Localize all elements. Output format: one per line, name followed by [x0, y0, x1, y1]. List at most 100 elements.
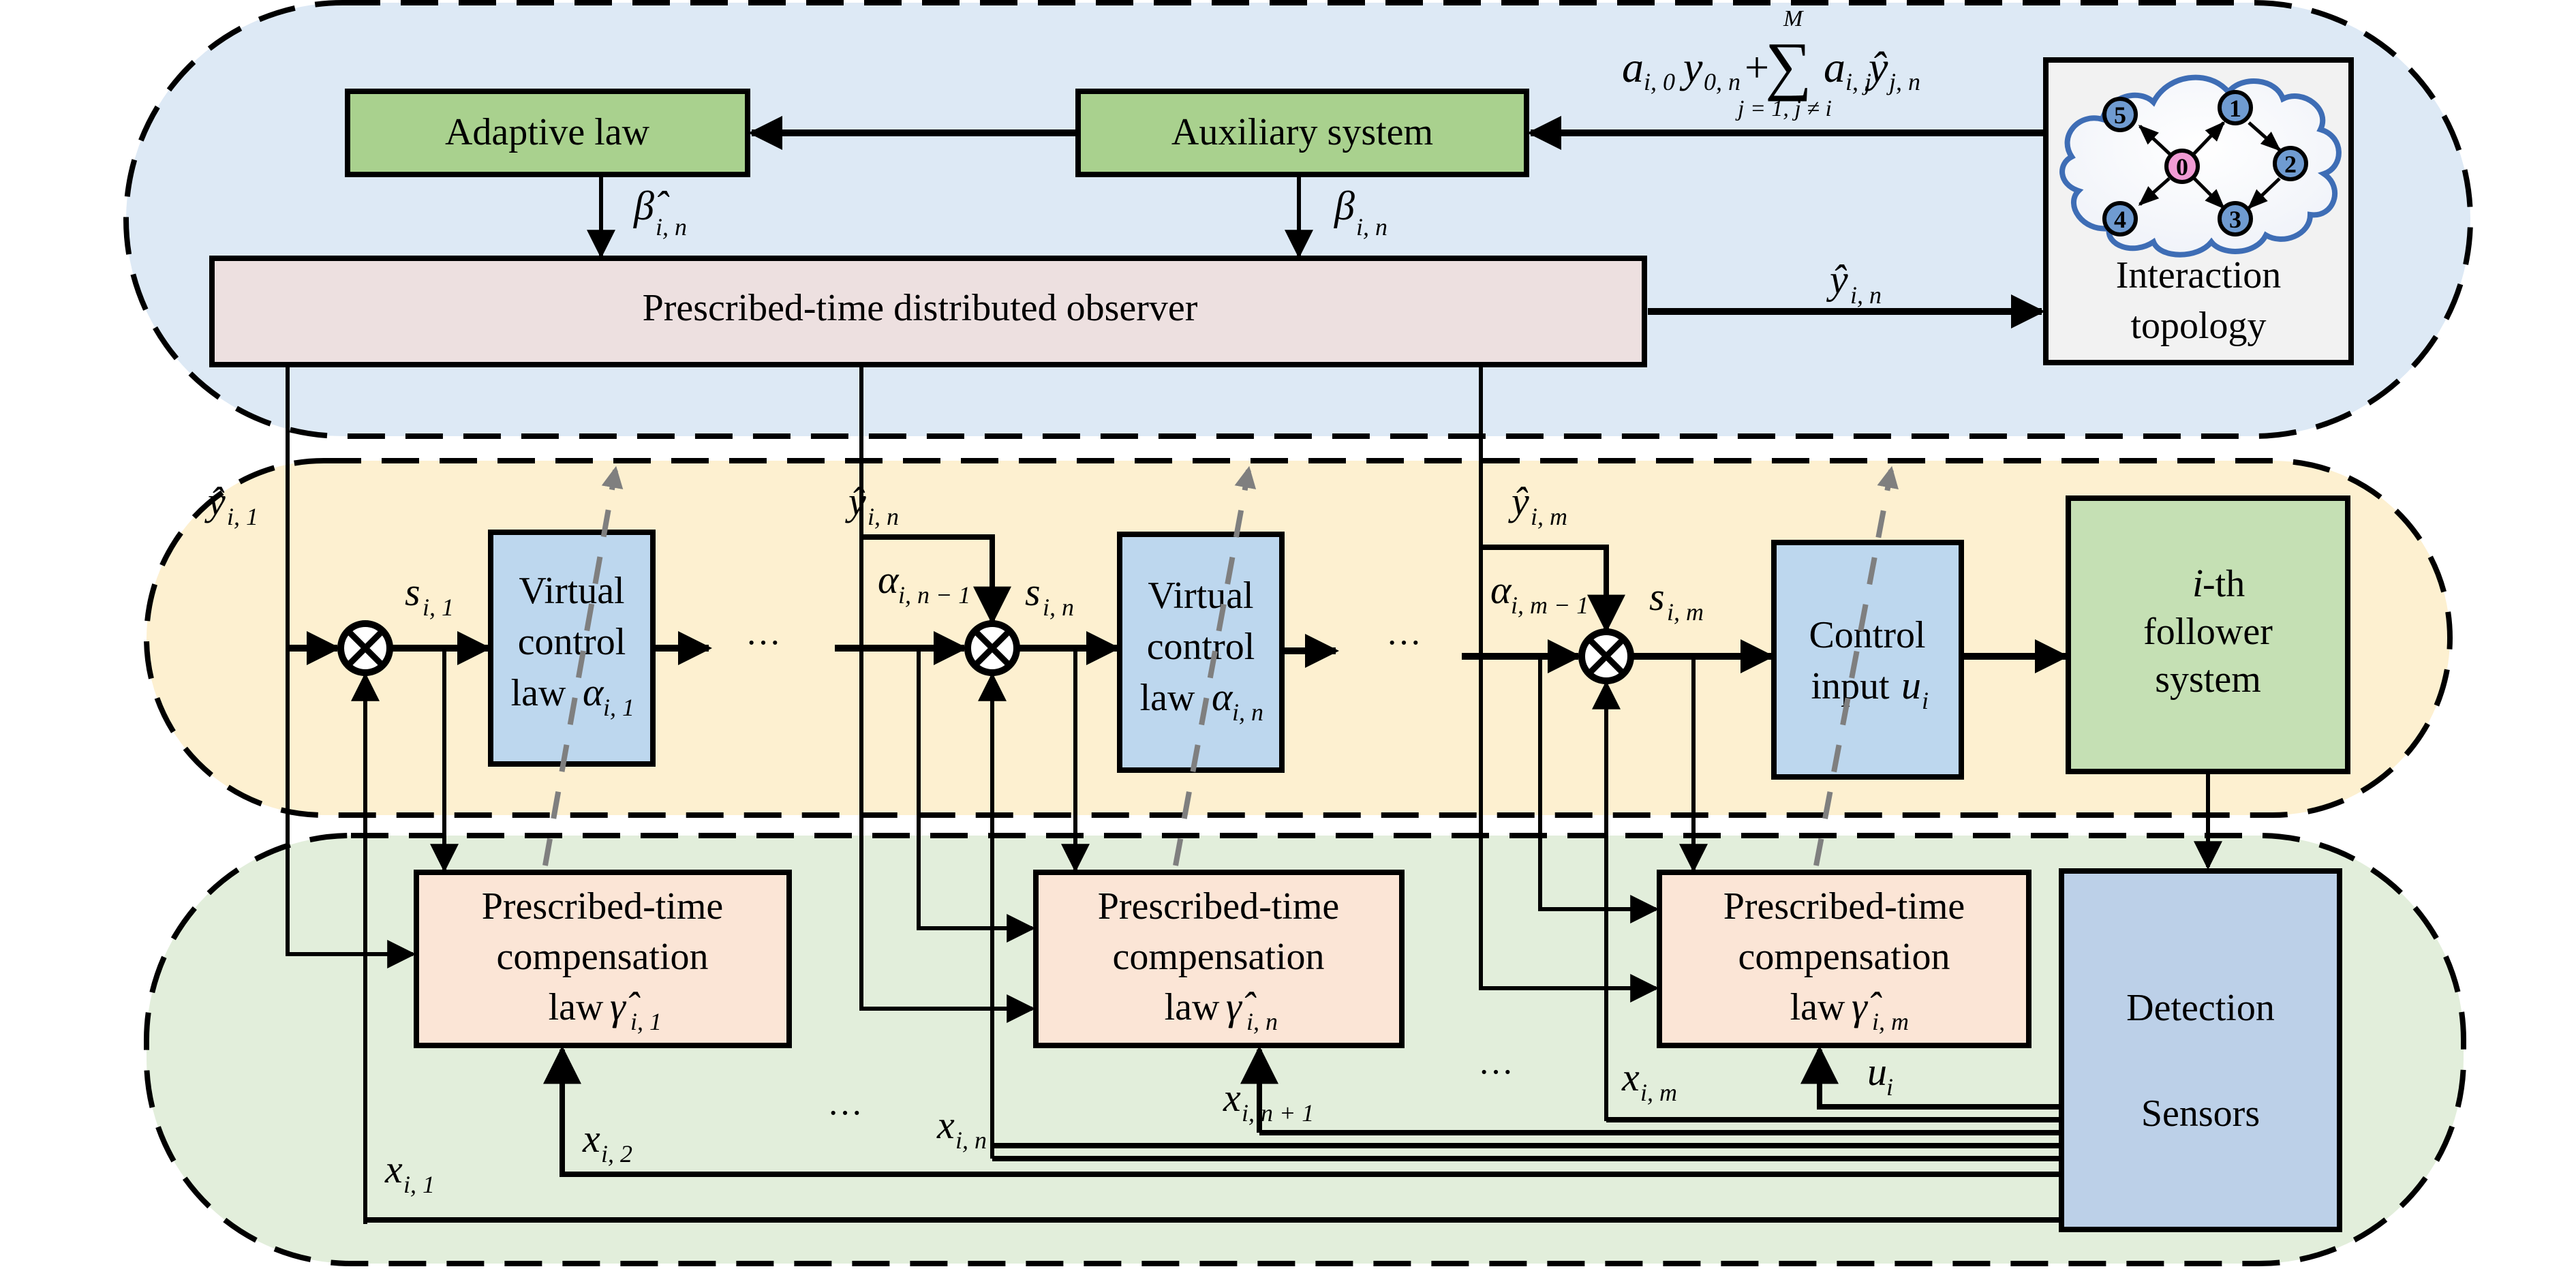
topology-node-4: 4	[2102, 201, 2138, 236]
svg-text:s: s	[1649, 575, 1665, 619]
interaction-topology-block[interactable]: 0 1 2 3 4 5 Interaction topology	[2043, 57, 2354, 365]
svg-text:compensation: compensation	[1112, 936, 1324, 978]
svg-text:x: x	[1621, 1055, 1640, 1099]
svg-text:x: x	[582, 1116, 600, 1161]
svg-text:Detection: Detection	[2126, 987, 2275, 1029]
topology-node-3: 3	[2218, 201, 2253, 236]
svg-text:α: α	[1212, 675, 1233, 719]
svg-text:i, j: i, j	[1845, 68, 1871, 95]
follower-system-block[interactable]: i -th follower system	[2066, 495, 2350, 774]
svg-text:control: control	[1147, 626, 1255, 668]
observer-label: Prescribed-time distributed observer	[643, 287, 1198, 329]
svg-text:law: law	[1790, 986, 1845, 1028]
svg-text:i, 1: i, 1	[227, 503, 258, 530]
svg-text:i, 2: i, 2	[601, 1140, 632, 1167]
control-input-block[interactable]: Control input u i	[1771, 540, 1964, 780]
svg-text:Virtual: Virtual	[519, 570, 624, 612]
virtual-control-block-n[interactable]: Virtual control law α i, n	[1117, 532, 1285, 773]
ellipsis-4: ···	[1478, 1053, 1514, 1092]
yhat-m-label: ŷ i, m	[1508, 479, 1567, 530]
summing-junction-1	[337, 620, 393, 676]
alpha-m-minus-1-label: α i, m − 1	[1490, 568, 1589, 619]
svg-text:i, 1: i, 1	[423, 594, 454, 621]
topology-node-1: 1	[2218, 90, 2253, 125]
svg-text:i, n: i, n	[1356, 213, 1387, 241]
svg-text:Sensors: Sensors	[2141, 1092, 2260, 1135]
compensation-block-m[interactable]: Prescribed-time compensation law γ̂ i, m	[1657, 870, 2031, 1048]
svg-text:law: law	[1140, 677, 1195, 719]
svg-text:ŷ: ŷ	[1508, 479, 1529, 523]
observer-block[interactable]: Prescribed-time distributed observer	[209, 256, 1647, 367]
svg-text:i, n: i, n	[1043, 594, 1074, 621]
ellipsis-1: ···	[746, 624, 781, 662]
svg-text:i, n − 1: i, n − 1	[898, 581, 970, 609]
svg-text:i, n + 1: i, n + 1	[1242, 1099, 1314, 1127]
svg-text:Control: Control	[1809, 614, 1925, 656]
svg-text:s: s	[405, 570, 420, 614]
s-1-label: s i, 1	[405, 570, 454, 621]
svg-text:i: i	[2192, 561, 2203, 605]
svg-text:-th: -th	[2203, 563, 2245, 605]
svg-text:ŷ: ŷ	[204, 479, 226, 523]
svg-text:i, n: i, n	[1246, 1008, 1278, 1035]
svg-text:0, n: 0, n	[1704, 68, 1741, 95]
summing-junction-n	[964, 620, 1020, 676]
svg-text:Prescribed-time: Prescribed-time	[1723, 885, 1965, 928]
svg-text:i, m: i, m	[1872, 1008, 1909, 1035]
yhat-n-label: ŷ i, n	[845, 479, 899, 530]
ellipsis-3: ···	[827, 1094, 863, 1133]
x-n-label: x i, n	[936, 1103, 987, 1154]
svg-text:system: system	[2155, 658, 2261, 701]
beta-hat-label: β̂ i, n	[633, 183, 687, 241]
svg-text:α: α	[878, 557, 900, 602]
svg-text:compensation: compensation	[496, 936, 708, 978]
svg-text:i, n: i, n	[868, 503, 899, 530]
svg-text:M: M	[1783, 6, 1804, 31]
auxiliary-system-block[interactable]: Auxiliary system	[1075, 89, 1529, 177]
topology-label-line1: Interaction	[2116, 254, 2282, 296]
x-2-label: x i, 2	[582, 1116, 632, 1167]
topology-node-0: 0	[2164, 149, 2200, 184]
s-n-label: s i, n	[1025, 570, 1074, 621]
svg-text:y: y	[1679, 43, 1703, 91]
svg-text:x: x	[1223, 1075, 1241, 1120]
s-m-label: s i, m	[1649, 575, 1704, 626]
x-n-plus-1-label: x i, n + 1	[1223, 1075, 1314, 1127]
observer-output-lines	[286, 365, 1659, 1023]
topology-edges	[2138, 121, 2282, 210]
middle-arrows	[288, 534, 2222, 1224]
detection-sensors-block[interactable]: Detection Sensors	[2059, 868, 2342, 1232]
x-1-label: x i, 1	[384, 1147, 435, 1198]
gray-dashed-arrows	[542, 465, 1899, 866]
svg-text:i, m: i, m	[1531, 503, 1567, 530]
svg-text:j, n: j, n	[1886, 68, 1920, 95]
svg-text:α: α	[583, 670, 604, 714]
virtual-control-block-1[interactable]: Virtual control law α i, 1	[488, 530, 656, 767]
ellipsis-2: ···	[1386, 624, 1422, 662]
svg-text:compensation: compensation	[1738, 936, 1950, 978]
svg-text:0: 0	[2176, 153, 2188, 181]
summing-junction-m	[1578, 628, 1634, 684]
svg-text:follower: follower	[2143, 611, 2273, 653]
alpha-n-minus-1-label: α i, n − 1	[878, 557, 970, 609]
svg-text:i: i	[1886, 1073, 1893, 1101]
svg-text:s: s	[1025, 570, 1041, 614]
svg-text:Prescribed-time: Prescribed-time	[482, 885, 724, 928]
compensation-block-1[interactable]: Prescribed-time compensation law γ̂ i, 1	[414, 870, 792, 1048]
svg-text:u: u	[1867, 1050, 1887, 1094]
sensor-output-lines	[365, 1045, 2061, 1223]
svg-text:law: law	[549, 986, 604, 1028]
svg-text:2: 2	[2284, 151, 2297, 178]
svg-text:α: α	[1490, 568, 1512, 612]
x-m-label: x i, m	[1621, 1055, 1677, 1106]
compensation-block-n[interactable]: Prescribed-time compensation law γ̂ i, n	[1033, 870, 1405, 1048]
svg-text:j = 1, j ≠ i: j = 1, j ≠ i	[1735, 96, 1832, 121]
svg-text:i, m: i, m	[1640, 1079, 1677, 1106]
svg-text:law: law	[511, 672, 566, 714]
svg-text:u: u	[1901, 663, 1921, 707]
adaptive-law-block[interactable]: Adaptive law	[345, 89, 750, 177]
auxiliary-system-label: Auxiliary system	[1171, 111, 1433, 153]
svg-text:a: a	[1622, 43, 1644, 91]
beta-label: β i, n	[1334, 183, 1387, 241]
